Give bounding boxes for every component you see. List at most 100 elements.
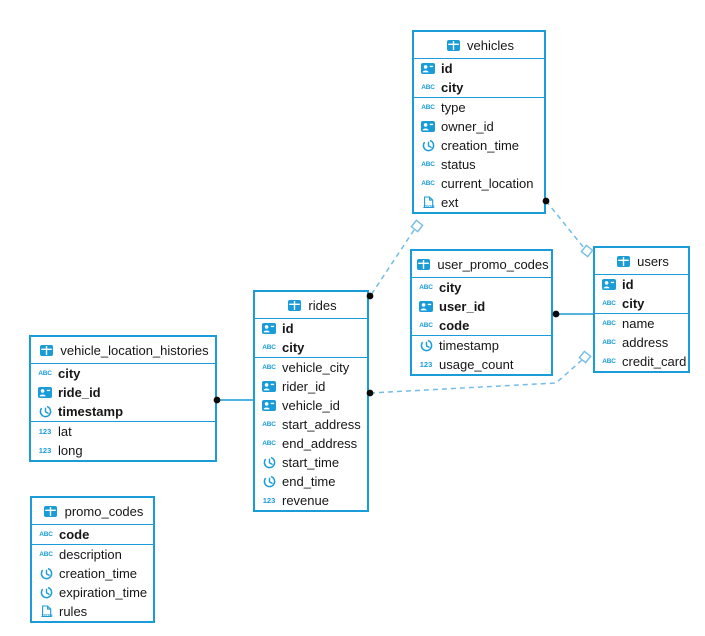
table-header[interactable]: rides xyxy=(255,292,367,319)
column-current_location[interactable]: ABC current_location xyxy=(414,174,544,193)
column-name: revenue xyxy=(282,493,329,508)
table-title: users xyxy=(637,253,669,269)
fk-link-vehicles-to-users[interactable] xyxy=(545,200,585,249)
identifier-type-icon xyxy=(260,323,278,334)
table-header[interactable]: promo_codes xyxy=(32,498,153,525)
text-type-icon: ABC xyxy=(421,104,435,111)
one-side-diamond-marker xyxy=(580,244,594,258)
text-type-icon: ABC xyxy=(419,284,433,291)
json-type-icon: JSON xyxy=(37,605,55,618)
column-vehicle_city[interactable]: ABC vehicle_city xyxy=(255,358,367,377)
fk-link-rides-to-vehicles[interactable] xyxy=(370,229,415,296)
text-type-icon: ABC xyxy=(38,370,52,377)
column-rules[interactable]: JSON rules xyxy=(32,602,153,621)
column-name: timestamp xyxy=(439,338,499,353)
column-long[interactable]: 123 long xyxy=(31,441,215,460)
column-timestamp[interactable]: timestamp xyxy=(412,336,551,355)
column-name: vehicle_city xyxy=(282,360,350,375)
column-name: rules xyxy=(59,604,88,619)
column-name: status xyxy=(441,157,476,172)
column-name: address xyxy=(622,335,669,350)
one-side-diamond-marker xyxy=(410,219,424,233)
column-start_time[interactable]: start_time xyxy=(255,453,367,472)
column-creation_time[interactable]: creation_time xyxy=(32,564,153,583)
table-header[interactable]: users xyxy=(595,248,688,275)
column-name: code xyxy=(439,318,470,333)
column-name: current_location xyxy=(441,176,534,191)
table-header[interactable]: vehicle_location_histories xyxy=(31,337,215,364)
column-owner_id[interactable]: owner_id xyxy=(414,117,544,136)
column-name: city xyxy=(282,340,305,355)
timestamp-type-icon xyxy=(417,339,435,352)
table-header[interactable]: user_promo_codes xyxy=(412,251,551,278)
column-rider_id[interactable]: rider_id xyxy=(255,377,367,396)
column-city[interactable]: ABC city xyxy=(595,294,688,313)
table-header[interactable]: vehicles xyxy=(414,32,544,59)
column-name: ext xyxy=(441,195,459,210)
column-vehicle_id[interactable]: vehicle_id xyxy=(255,396,367,415)
column-id[interactable]: id xyxy=(595,275,688,294)
identifier-type-icon xyxy=(260,400,278,411)
column-id[interactable]: id xyxy=(255,319,367,338)
identifier-type-icon xyxy=(600,279,618,290)
text-type-icon: ABC xyxy=(602,320,616,327)
column-id[interactable]: id xyxy=(414,59,544,78)
text-type-icon: ABC xyxy=(39,531,53,538)
number-type-icon: 123 xyxy=(38,446,52,455)
column-name: usage_count xyxy=(439,357,514,372)
number-type-icon: 123 xyxy=(419,360,433,369)
identifier-type-icon xyxy=(419,63,437,74)
column-name: long xyxy=(58,443,83,458)
column-name: lat xyxy=(58,424,72,439)
column-name: creation_time xyxy=(441,138,520,153)
timestamp-type-icon xyxy=(37,586,55,599)
column-timestamp[interactable]: timestamp xyxy=(31,402,215,421)
column-name: city xyxy=(622,296,645,311)
column-name: id xyxy=(622,277,634,292)
column-name: id xyxy=(441,61,453,76)
text-type-icon: ABC xyxy=(602,300,616,307)
column-expiration_time[interactable]: expiration_time xyxy=(32,583,153,602)
columns-section: timestamp 123 usage_count xyxy=(412,336,551,374)
text-type-icon: ABC xyxy=(421,180,435,187)
column-usage_count[interactable]: 123 usage_count xyxy=(412,355,551,374)
table-icon xyxy=(444,39,462,51)
column-user_id[interactable]: user_id xyxy=(412,297,551,316)
svg-text:JSON: JSON xyxy=(40,613,52,618)
column-ride_id[interactable]: ride_id xyxy=(31,383,215,402)
column-name: description xyxy=(59,547,122,562)
text-type-icon: ABC xyxy=(262,364,276,371)
timestamp-type-icon xyxy=(260,456,278,469)
column-creation_time[interactable]: creation_time xyxy=(414,136,544,155)
table-icon xyxy=(37,344,55,356)
timestamp-type-icon xyxy=(260,475,278,488)
column-end_time[interactable]: end_time xyxy=(255,472,367,491)
